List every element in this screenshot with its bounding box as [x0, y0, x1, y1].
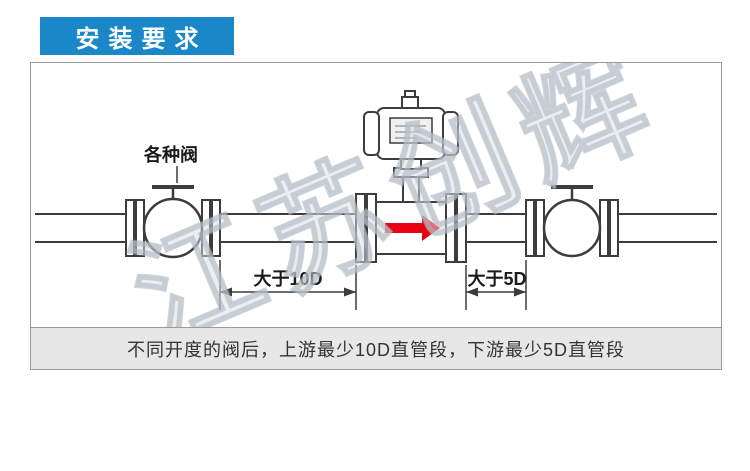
downstream-dimension-label: 大于5D	[467, 268, 526, 289]
pipe-schematic: 各种阀 大于10D 大于5D	[35, 90, 717, 310]
flow-direction-arrow-head	[422, 215, 440, 241]
upstream-dimension-label: 大于10D	[253, 268, 322, 289]
transmitter-display	[389, 117, 433, 144]
caption-bar: 不同开度的阀后，上游最少10D直管段，下游最少5D直管段	[31, 327, 721, 369]
pipe-lines	[35, 213, 717, 243]
valve-label: 各种阀	[143, 144, 198, 165]
flanges	[125, 193, 619, 263]
caption-text: 不同开度的阀后，上游最少10D直管段，下游最少5D直管段	[126, 339, 626, 360]
downstream-valve	[542, 185, 602, 258]
upstream-dimension: 大于10D	[219, 260, 357, 310]
flow-direction-arrow	[385, 223, 422, 233]
downstream-dimension: 大于5D	[465, 260, 527, 310]
section-title: 安装要求	[75, 25, 208, 53]
section-title-badge: 安装要求	[40, 17, 234, 55]
upstream-valve	[142, 185, 204, 259]
flow-meter-body	[375, 201, 447, 255]
transmitter-head	[363, 90, 459, 203]
installation-diagram-panel: 各种阀 大于10D 大于5D 江苏创辉 不	[30, 62, 722, 370]
valve-callout: 各种阀	[143, 144, 198, 183]
